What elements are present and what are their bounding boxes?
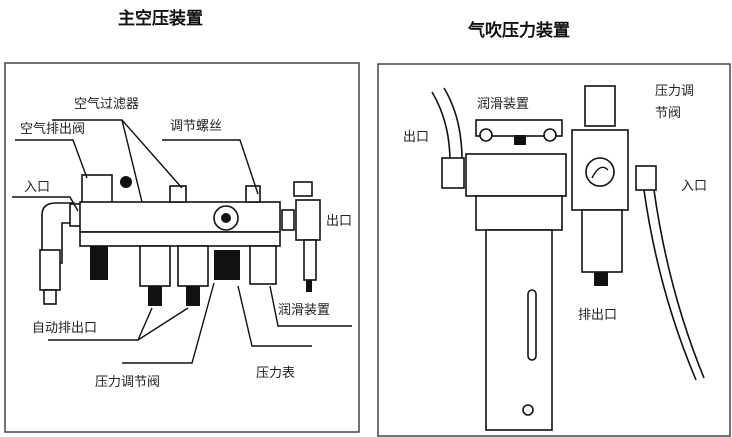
- main-air-unit-drawing: [39, 174, 321, 306]
- label-pressure-gauge: 压力表: [256, 366, 295, 381]
- left-panel: 空气过滤器 空气排出阀 调节螺丝 入口 出口 润滑装置 自动排出口 压力调节阀 …: [4, 62, 360, 433]
- label-lubricator: 润滑装置: [278, 303, 330, 318]
- label-outlet-right: 出口: [403, 130, 429, 145]
- label-outlet: 出口: [326, 214, 352, 229]
- label-inlet: 入口: [24, 180, 50, 195]
- label-adjust-screw: 调节螺丝: [170, 119, 222, 134]
- label-lubricator-right: 润滑装置: [477, 97, 529, 112]
- label-pressure-regulator-right-2: 节阀: [655, 106, 681, 121]
- label-drain-right: 排出口: [578, 308, 617, 323]
- right-panel: 润滑装置 压力调 节阀 出口 入口 排出口: [377, 63, 731, 437]
- label-inlet-right: 入口: [681, 179, 707, 194]
- right-title: 气吹压力装置: [467, 20, 570, 41]
- blow-pressure-unit-drawing: [431, 85, 705, 431]
- label-pressure-regulator: 压力调节阀: [95, 375, 160, 390]
- label-pressure-regulator-right-1: 压力调: [655, 84, 694, 99]
- label-air-exhaust-valve: 空气排出阀: [20, 121, 85, 137]
- left-title: 主空压装置: [118, 8, 203, 29]
- label-auto-drain: 自动排出口: [32, 321, 97, 336]
- leader-lines: [12, 119, 352, 364]
- label-air-filter: 空气过滤器: [74, 96, 139, 112]
